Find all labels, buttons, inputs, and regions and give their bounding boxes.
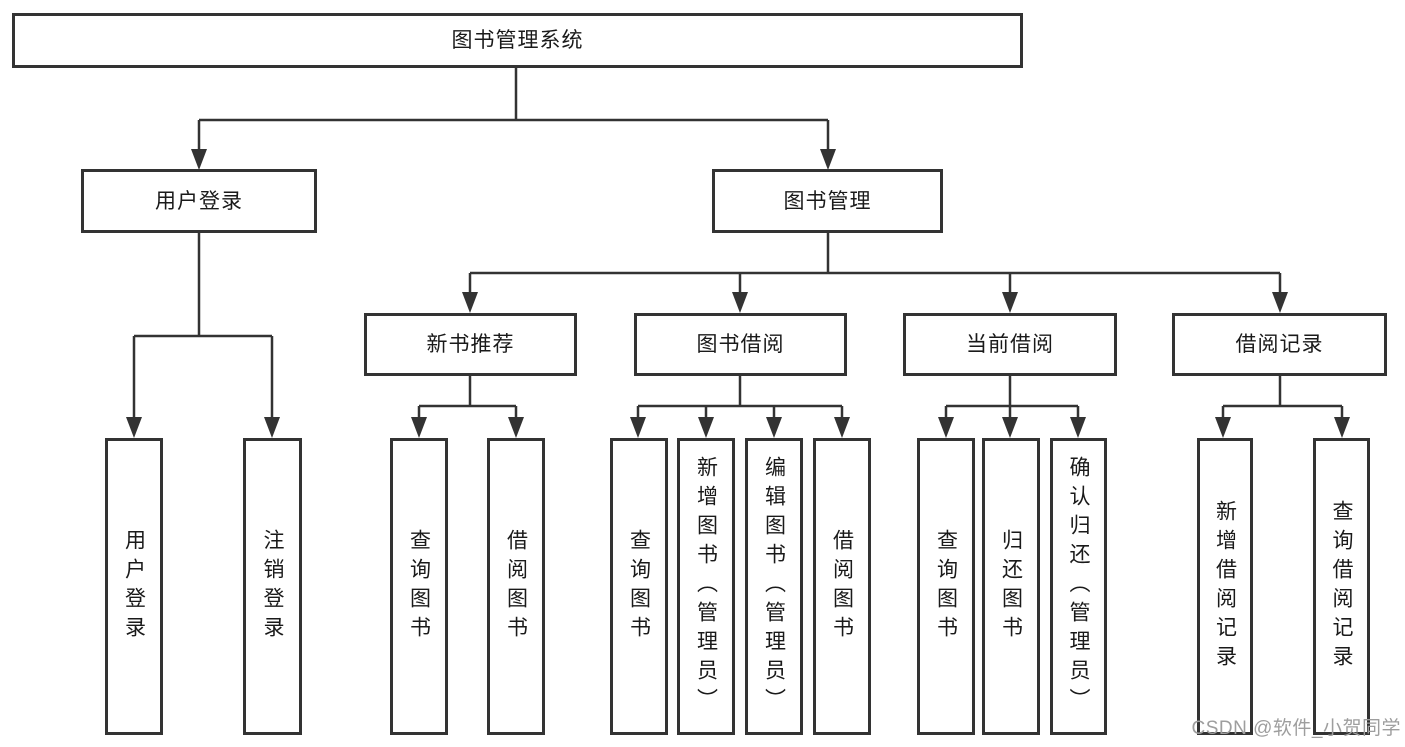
leaf-logout: 注销登录 bbox=[243, 438, 302, 735]
node-new-book-recommend-label: 新书推荐 bbox=[426, 333, 515, 356]
node-new-book-recommend: 新书推荐 bbox=[364, 313, 577, 376]
leaf-bb-add-books: 新增图书（管理员） bbox=[677, 438, 735, 735]
leaf-cb-query-books-label: 查询图书 bbox=[934, 528, 958, 645]
leaf-nb-query-books-label: 查询图书 bbox=[407, 528, 431, 645]
leaf-br-query-record: 查询借阅记录 bbox=[1313, 438, 1370, 735]
leaf-bb-query-books-label: 查询图书 bbox=[627, 528, 651, 645]
leaf-bb-borrow-books-label: 借阅图书 bbox=[830, 528, 854, 645]
leaf-cb-return-books: 归还图书 bbox=[982, 438, 1040, 735]
leaf-nb-borrow-books-label: 借阅图书 bbox=[504, 528, 528, 645]
leaf-br-add-record-label: 新增借阅记录 bbox=[1213, 499, 1237, 674]
leaf-bb-borrow-books: 借阅图书 bbox=[813, 438, 871, 735]
node-root-library-system: 图书管理系统 bbox=[12, 13, 1023, 68]
leaf-br-add-record: 新增借阅记录 bbox=[1197, 438, 1253, 735]
node-user-login-label: 用户登录 bbox=[155, 189, 243, 213]
leaf-user-login-label: 用户登录 bbox=[122, 528, 146, 645]
watermark: CSDN @软件_小贺同学 bbox=[1191, 718, 1401, 739]
leaf-logout-label: 注销登录 bbox=[261, 528, 284, 645]
node-book-borrow: 图书借阅 bbox=[634, 313, 847, 376]
node-book-management-label: 图书管理 bbox=[783, 189, 872, 213]
node-borrow-records: 借阅记录 bbox=[1172, 313, 1387, 376]
node-borrow-records-label: 借阅记录 bbox=[1235, 333, 1324, 356]
leaf-br-query-record-label: 查询借阅记录 bbox=[1330, 499, 1353, 674]
leaf-cb-confirm-return-label: 确认归还（管理员） bbox=[1067, 456, 1090, 717]
leaf-cb-confirm-return: 确认归还（管理员） bbox=[1050, 438, 1107, 735]
node-current-borrow: 当前借阅 bbox=[903, 313, 1117, 376]
node-book-borrow-label: 图书借阅 bbox=[696, 333, 785, 356]
leaf-nb-query-books: 查询图书 bbox=[390, 438, 448, 735]
leaf-bb-edit-books: 编辑图书（管理员） bbox=[745, 438, 803, 735]
node-root-label: 图书管理系统 bbox=[451, 29, 584, 52]
node-book-management: 图书管理 bbox=[712, 169, 943, 233]
leaf-bb-add-books-label: 新增图书（管理员） bbox=[694, 456, 718, 717]
leaf-cb-return-books-label: 归还图书 bbox=[999, 528, 1023, 645]
leaf-bb-query-books: 查询图书 bbox=[610, 438, 668, 735]
node-current-borrow-label: 当前借阅 bbox=[966, 333, 1054, 356]
node-user-login: 用户登录 bbox=[81, 169, 317, 233]
leaf-nb-borrow-books: 借阅图书 bbox=[487, 438, 545, 735]
leaf-cb-query-books: 查询图书 bbox=[917, 438, 975, 735]
leaf-user-login: 用户登录 bbox=[105, 438, 163, 735]
leaf-bb-edit-books-label: 编辑图书（管理员） bbox=[762, 456, 786, 717]
